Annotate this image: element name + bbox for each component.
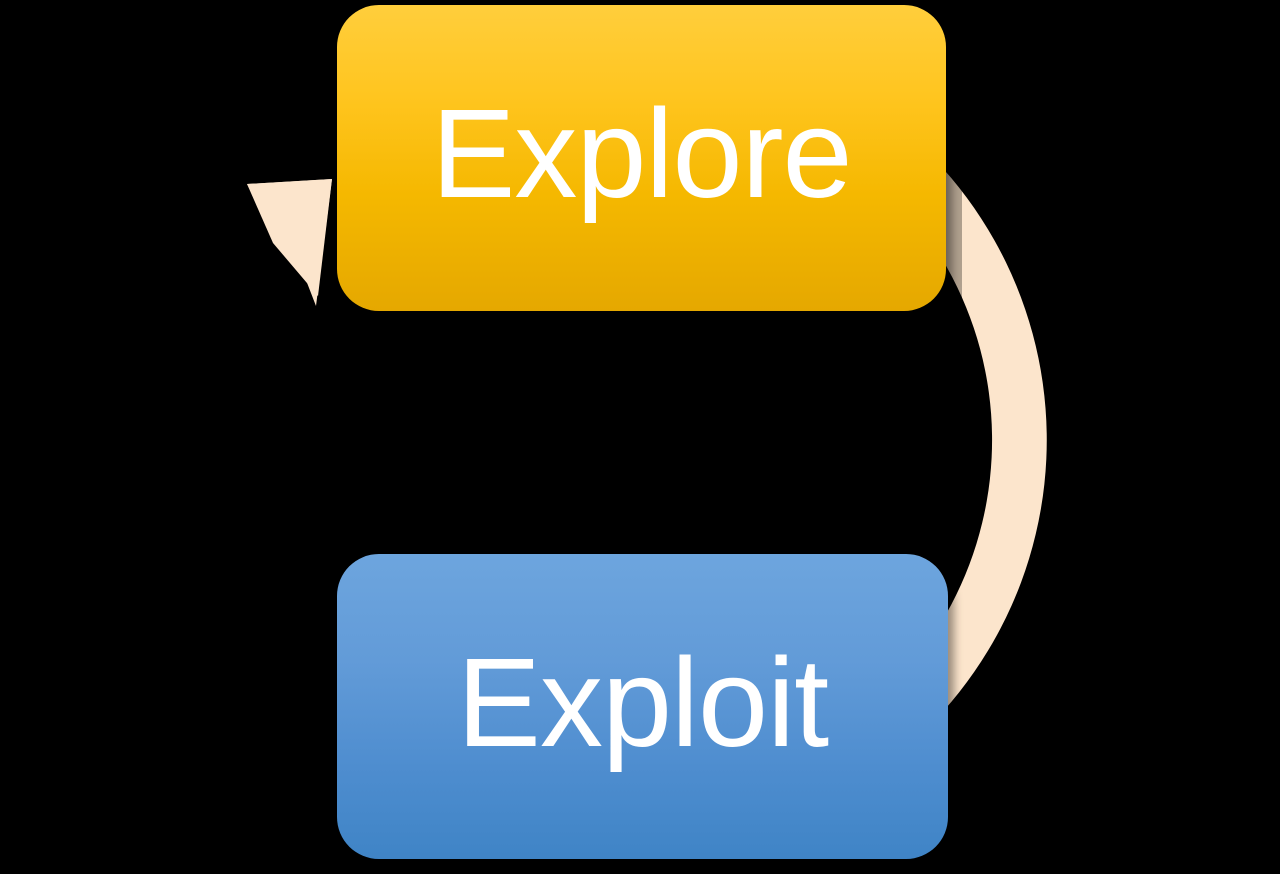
node-explore[interactable]: Explore [337, 5, 946, 311]
node-explore-label: Explore [431, 83, 852, 224]
node-exploit-label: Exploit [456, 631, 829, 773]
explore-box-shadow [944, 10, 962, 310]
node-exploit[interactable]: Exploit [337, 554, 948, 859]
exploit-box-shadow [322, 560, 340, 860]
